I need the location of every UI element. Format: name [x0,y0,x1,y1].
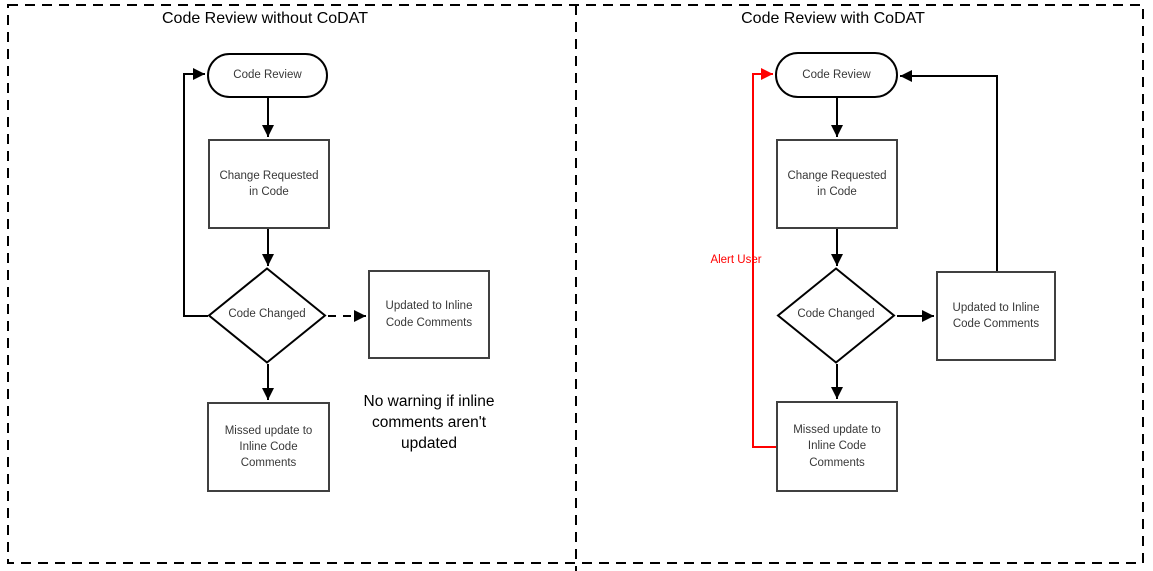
left-node-change-requested: Change Requested in Code [208,139,330,229]
right-node-code-review: Code Review [775,52,898,98]
right-alert-user-label: Alert User [710,254,762,266]
right-edge-alert-missed-to-review-red [752,68,776,448]
left-node-code-review: Code Review [207,53,328,98]
annotation-line: No warning if inline [363,393,495,410]
right-edge-updated-back-to-review [900,70,998,271]
right-node-updated-inline: Updated to Inline Code Comments [936,271,1056,361]
left-node-updated-inline: Updated to Inline Code Comments [368,270,490,359]
right-node-code-changed-label: Code Changed [797,308,875,320]
right-panel-title: Code Review with CoDAT [741,10,925,27]
left-annotation-no-warning: No warning if inline comments aren't upd… [344,391,514,454]
annotation-line: updated [400,435,458,452]
annotation-line: comments aren't [371,414,487,431]
left-panel-title: Code Review without CoDAT [161,10,368,27]
right-decision-diamond-shape [776,267,896,364]
left-node-code-changed-label: Code Changed [228,308,306,320]
left-edge-loop-back-to-review [183,68,208,317]
right-node-change-requested: Change Requested in Code [776,139,898,229]
left-node-missed-update: Missed update to Inline Code Comments [207,402,330,492]
right-node-missed-update: Missed update to Inline Code Comments [776,401,898,492]
left-decision-diamond-shape [207,267,327,364]
